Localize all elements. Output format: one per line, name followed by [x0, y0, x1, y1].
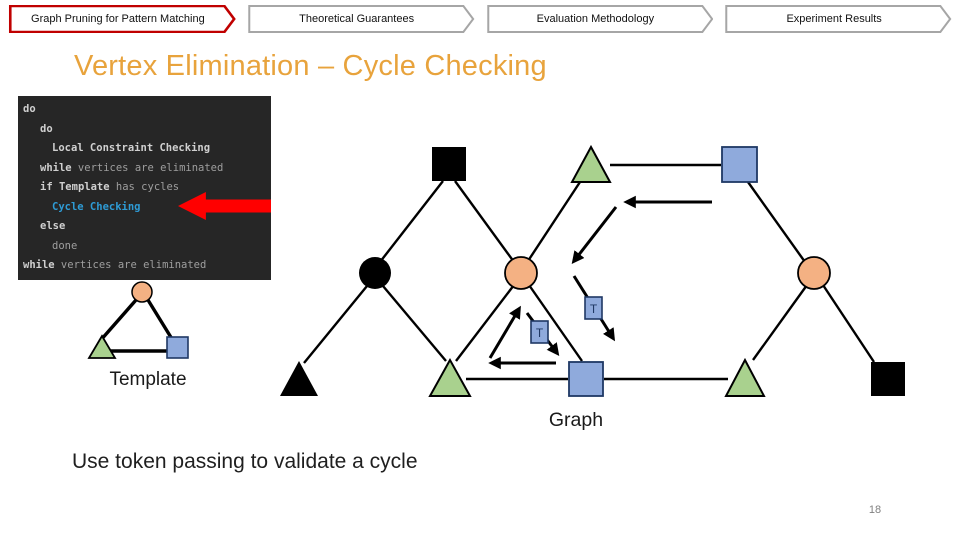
- code-line: do: [23, 103, 36, 115]
- tab-label: Theoretical Guarantees: [299, 13, 415, 25]
- token-marker: T: [530, 320, 549, 344]
- page-title: Vertex Elimination – Cycle Checking: [74, 50, 547, 82]
- tab-experiment-results[interactable]: Experiment Results: [724, 5, 952, 33]
- graph-label: Graph: [548, 409, 604, 431]
- tab-graph-pruning[interactable]: Graph Pruning for Pattern Matching: [8, 5, 236, 33]
- black-circle-node: [359, 257, 391, 289]
- black-square-node: [871, 362, 905, 396]
- token-marker: T: [584, 296, 603, 320]
- code-line: if Template has cycles: [40, 181, 180, 193]
- template-label: Template: [109, 369, 187, 390]
- takeaway-text: Use token passing to validate a cycle: [72, 450, 418, 473]
- black-triangle-node: [280, 361, 318, 396]
- tab-label: Evaluation Methodology: [536, 13, 655, 25]
- chevron-tab-shape: [724, 5, 952, 33]
- green-triangle-node: [428, 357, 472, 397]
- chevron-tab-shape: [8, 5, 236, 33]
- token-label: T: [590, 302, 598, 316]
- token-label: T: [536, 326, 544, 340]
- chevron-tab-shape: [486, 5, 714, 33]
- peach-circle-node: [797, 256, 831, 290]
- peach-circle-node: [504, 256, 538, 290]
- tab-label: Graph Pruning for Pattern Matching: [31, 13, 205, 25]
- code-line: else: [40, 220, 66, 232]
- tab-theoretical-guarantees[interactable]: Theoretical Guarantees: [247, 5, 475, 33]
- blue-square-node: [721, 146, 758, 183]
- code-line: while vertices are eliminated: [40, 161, 224, 174]
- blue-square-node: [166, 336, 189, 359]
- code-line: Cycle Checking: [52, 200, 141, 213]
- page-number: 18: [868, 504, 882, 516]
- tab-label: Experiment Results: [786, 13, 882, 25]
- template-edges: [98, 298, 174, 353]
- code-line: Local Constraint Checking: [52, 142, 211, 154]
- green-triangle-node: [724, 357, 766, 397]
- tab-evaluation-methodology[interactable]: Evaluation Methodology: [486, 5, 714, 33]
- green-triangle-node: [87, 334, 117, 359]
- blue-square-node: [568, 361, 604, 397]
- section-tab-bar: Graph Pruning for Pattern Matching Theor…: [8, 5, 952, 33]
- black-square-node: [432, 147, 466, 181]
- graph-edges: [303, 163, 876, 381]
- code-line: while vertices are eliminated: [23, 259, 207, 271]
- chevron-tab-shape: [247, 5, 475, 33]
- code-line: done: [52, 239, 78, 252]
- peach-circle-node: [131, 281, 153, 303]
- green-triangle-node: [570, 144, 612, 183]
- code-line: do: [40, 122, 53, 135]
